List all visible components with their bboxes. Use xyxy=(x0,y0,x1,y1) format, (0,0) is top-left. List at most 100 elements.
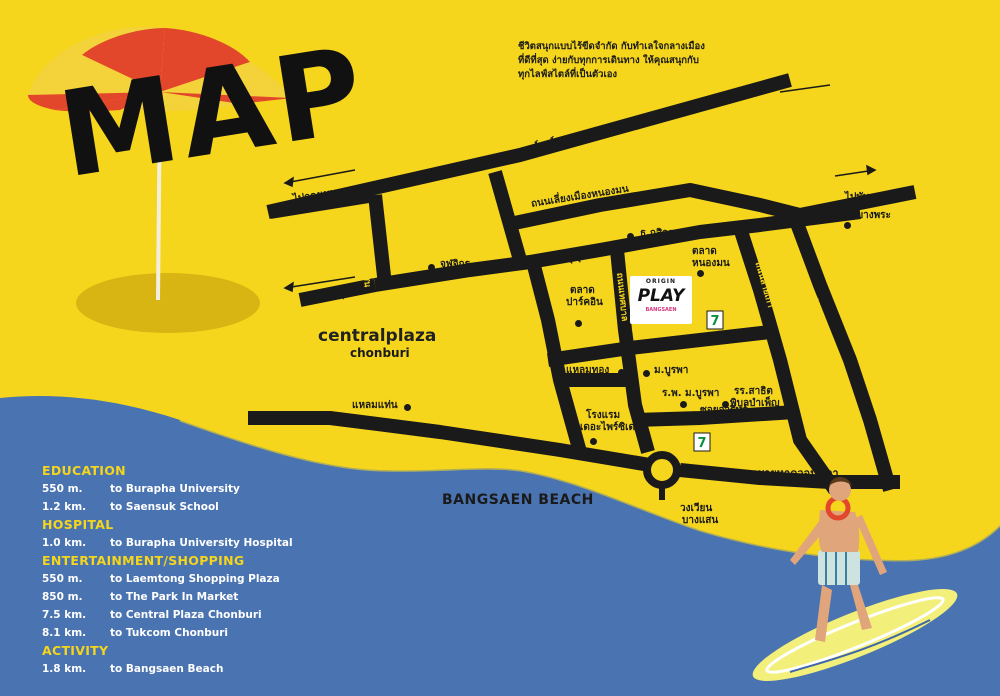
road-sukhumvit xyxy=(373,205,861,292)
legend-row: 8.1 km. to Tukcom Chonburi xyxy=(42,624,422,642)
poi-laemtaen: แหลมแท่น xyxy=(352,400,398,411)
legend-row: 850 m. to The Park In Market xyxy=(42,588,422,606)
poi-burapha-hospital: ร.พ. ม.บูรพา xyxy=(662,388,720,399)
svg-text:7: 7 xyxy=(710,314,719,329)
poi-laemthong-line1: แหลมทอง xyxy=(566,365,610,376)
poi-dot-hotel xyxy=(590,438,597,445)
poi-nongmon-line1: ตลาด xyxy=(692,246,717,257)
roundabout-icon xyxy=(643,451,681,489)
road-v6 xyxy=(788,215,897,492)
legend-row: 1.8 km. to Bangsaen Beach xyxy=(42,660,422,678)
svg-text:7: 7 xyxy=(697,436,706,451)
direction-label-pattaya: ไปพัทยา xyxy=(845,192,882,203)
central-plaza-sub: chonburi xyxy=(350,346,410,360)
surfer-icon xyxy=(752,477,958,681)
road-label-wonnapa: ถนนชายหาดวอนนภา xyxy=(735,467,839,480)
road-top-left xyxy=(268,188,377,219)
direction-arrows xyxy=(283,84,877,293)
legend-distance: 550 m. xyxy=(42,483,83,495)
legend-distance: 8.1 km. xyxy=(42,627,87,639)
tagline-line-3: ทุกไลฟ์สไตล์ที่เป็นตัวเอง xyxy=(518,69,618,80)
poi-dot-kbank xyxy=(627,233,634,240)
legend-section-title: EDUCATION xyxy=(42,463,126,478)
poi-dot-laemthong xyxy=(618,369,625,376)
poi-hotel-line1: โรงแรม xyxy=(586,410,621,421)
legend-row: 1.0 km. to Burapha University Hospital xyxy=(42,534,422,552)
origin-play-sub: BANGSAEN xyxy=(645,307,677,313)
shoreline xyxy=(179,418,1000,562)
poi-roundabout-line2: บางแสน xyxy=(682,515,719,526)
legend-section-title: HOSPITAL xyxy=(42,517,114,532)
legend-destination: to Burapha University xyxy=(110,483,240,495)
road-beach xyxy=(248,411,652,472)
umbrella-shadow xyxy=(76,273,260,333)
beach-label: BANGSAEN BEACH xyxy=(442,492,594,508)
legend: EDUCATION 550 m. to Burapha University 1.… xyxy=(42,462,422,678)
central-plaza-logo: centralplaza xyxy=(318,326,437,346)
poi-dot-nongmon xyxy=(697,270,704,277)
seven-eleven-icon-2: 7 xyxy=(693,432,711,452)
origin-play-main: PLAY xyxy=(637,286,685,306)
poi-kbank: ธ.กสิกร xyxy=(640,228,674,239)
poi-jusco: จุฬจิกร xyxy=(440,259,470,270)
legend-destination: to Laemtong Shopping Plaza xyxy=(110,573,280,585)
poi-school-line2: พิบูลบำเพ็ญ xyxy=(730,398,780,409)
road-soi-side xyxy=(546,325,771,367)
road-left-lower xyxy=(298,278,377,307)
road-label-soi-charoen: ซอยจารึนร์ xyxy=(700,405,748,416)
legend-distance: 1.8 km. xyxy=(42,663,87,675)
seven-eleven-icon: 7 xyxy=(706,310,724,330)
legend-destination: to Saensuk School xyxy=(110,501,219,513)
road-v5 xyxy=(733,225,841,495)
poi-laemthong-line2: บางแสน xyxy=(566,377,603,388)
poi-school-line1: รร.สาธิต xyxy=(734,386,773,397)
poi-dot-jusco xyxy=(428,264,435,271)
road-v1 xyxy=(368,194,392,286)
legend-section-title: ACTIVITY xyxy=(42,643,109,658)
road-label-v1: ถนนลงหาดบางแสน xyxy=(359,210,372,288)
legend-row: 1.2 km. to Saensuk School xyxy=(42,498,422,516)
poi-dot-burapha xyxy=(643,370,650,377)
origin-play-logo: ORIGIN PLAY BANGSAEN xyxy=(630,276,692,324)
legend-destination: to Burapha University Hospital xyxy=(110,537,293,549)
legend-destination: to Bangsaen Beach xyxy=(110,663,224,675)
legend-section-title: ENTERTAINMENT/SHOPPING xyxy=(42,553,245,568)
road-v2 xyxy=(488,170,527,262)
poi-nongmon-line2: หนองมน xyxy=(692,258,730,269)
legend-destination: to The Park In Market xyxy=(110,591,239,603)
origin-play-small: ORIGIN xyxy=(645,278,677,285)
legend-distance: 550 m. xyxy=(42,573,83,585)
poi-park-in-line1: ตลาด xyxy=(570,285,595,296)
legend-row: 550 m. to Burapha University xyxy=(42,480,422,498)
legend-distance: 7.5 km. xyxy=(42,609,87,621)
poi-dot-bangphra xyxy=(844,222,851,229)
umbrella-icon xyxy=(28,26,292,112)
poi-dot-burapha-hospital xyxy=(680,401,687,408)
sea xyxy=(0,396,1000,696)
origin-play-logo-bg xyxy=(630,276,692,324)
legend-destination: to Tukcom Chonburi xyxy=(110,627,229,639)
poi-roundabout-line1: วงเวียน xyxy=(680,503,713,514)
poi-dot-park-in xyxy=(575,320,582,327)
road-v3 xyxy=(526,260,587,454)
legend-row: 550 m. to Laemtong Shopping Plaza xyxy=(42,570,422,588)
poi-burapha: ม.บูรพา xyxy=(654,365,689,376)
road-wonnapa xyxy=(679,463,900,489)
legend-distance: 850 m. xyxy=(42,591,83,603)
legend-destination: to Central Plaza Chonburi xyxy=(110,609,262,621)
road-v4 xyxy=(610,249,655,454)
umbrella-pole xyxy=(156,89,162,301)
poi-dot-school xyxy=(722,401,729,408)
poi-hotel-line2: เดอะไพร์ซิเดอร์ xyxy=(580,422,647,433)
legend-distance: 1.0 km. xyxy=(42,537,87,549)
poi-park-in-line2: ปาร์คอิน xyxy=(566,297,603,308)
legend-distance: 1.2 km. xyxy=(42,501,87,513)
tagline-line-2: ที่ดีที่สุด ง่ายกับทุกการเดินทาง ให้คุณส… xyxy=(518,55,699,66)
legend-row: 7.5 km. to Central Plaza Chonburi xyxy=(42,606,422,624)
road-network xyxy=(248,73,917,495)
tagline-line-1: ชีวิตสนุกแบบไร้ขีดจำกัด กับทำเลใจกลางเมื… xyxy=(518,41,705,52)
poi-bangphra: ตลาดบางพระ xyxy=(832,210,891,221)
tagline: ชีวิตสนุกแบบไร้ขีดจำกัด กับทำเลใจกลางเมื… xyxy=(518,40,705,82)
